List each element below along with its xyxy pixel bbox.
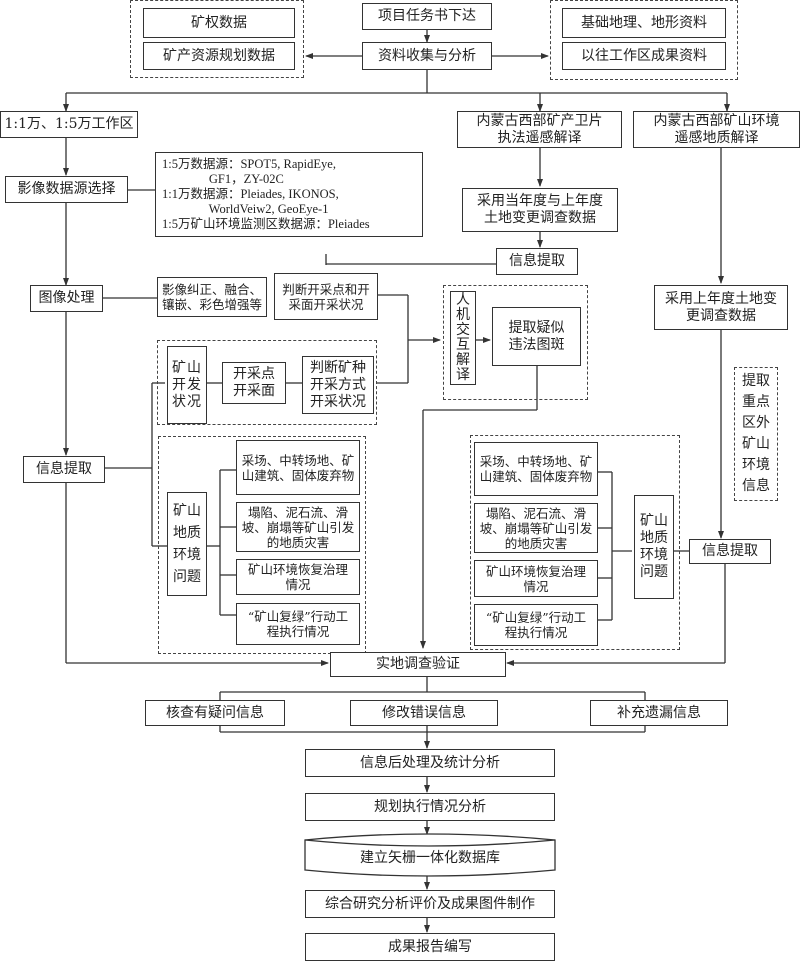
mining-status-group [157, 340, 377, 425]
mining-status-label: 矿山开发状况 [172, 359, 202, 410]
source-line: 1:5万数据源：SPOT5, RapidEye, [162, 157, 336, 171]
report-writing: 成果报告编写 [305, 933, 555, 961]
mineral-planning-data: 矿产资源规划数据 [143, 42, 295, 70]
left-env-item: 矿山环境恢复治理情况 [236, 559, 360, 595]
rights-data-group [130, 0, 304, 78]
mining-development-status: 矿山开发状况 [167, 346, 207, 424]
right-env-item: 采场、中转场地、矿山建筑、固体废弃物 [474, 442, 598, 496]
basic-geography-data: 基础地理、地形资料 [562, 8, 726, 38]
work-area: 1:1万、1:5万工作区 [0, 111, 138, 138]
field-verification: 实地调查验证 [330, 652, 506, 677]
mining-points-faces: 开采点开采面 [222, 362, 286, 404]
right-geo-env-group [470, 435, 680, 650]
right-geo-env-problem: 矿山地质环境问题 [634, 495, 674, 599]
processing-detail: 影像纠正、融合、镶嵌、彩色增强等 [157, 277, 267, 317]
human-machine-interpretation: 人机交互解译 [450, 291, 476, 385]
image-processing: 图像处理 [30, 285, 103, 312]
post-processing-statistics: 信息后处理及统计分析 [305, 749, 555, 777]
left-env-item: 采场、中转场地、矿山建筑、固体废弃物 [236, 440, 360, 495]
vector-raster-database: 建立矢栅一体化数据库 [360, 850, 500, 866]
left-geo-env-group [158, 436, 366, 654]
right-env-item: “矿山复绿”行动工程执行情况 [474, 604, 598, 646]
right-env-item: 矿山环境恢复治理情况 [474, 560, 598, 597]
supplement-missing-info: 补充遗漏信息 [590, 700, 728, 726]
previous-results-data: 以往工作区成果资料 [562, 42, 726, 70]
source-line: 1:5万矿山环境监测区数据源：Pleiades [162, 217, 370, 231]
source-line: 1:1万数据源：Pleiades, IKONOS, [162, 187, 339, 201]
mineral-satellite-enforcement: 内蒙古西部矿产卫片执法遥感解译 [457, 111, 622, 148]
source-line: GF1，ZY-02C [162, 172, 284, 186]
mining-rights-data: 矿权数据 [143, 8, 295, 38]
judge-mineral-type: 判断矿种开采方式开采状况 [302, 356, 374, 414]
right-info-extract: 信息提取 [689, 539, 771, 564]
data-source-list: 1:5万数据源：SPOT5, RapidEye, GF1，ZY-02C 1:1万… [155, 152, 423, 237]
right-land-survey-data: 采用上年度土地变更调查数据 [654, 285, 788, 330]
left-env-item: “矿山复绿”行动工程执行情况 [236, 603, 360, 645]
comprehensive-research: 综合研究分析评价及成果图件制作 [305, 890, 555, 918]
image-source-selection: 影像数据源选择 [5, 176, 128, 203]
plan-execution-analysis: 规划执行情况分析 [305, 793, 555, 821]
mine-environment-interpretation: 内蒙古西部矿山环境遥感地质解译 [633, 111, 800, 148]
middle-info-extract: 信息提取 [496, 248, 578, 275]
extract-suspect-patches: 提取疑似违法图斑 [492, 307, 581, 366]
data-collection-analysis: 资料收集与分析 [362, 42, 492, 70]
left-env-item: 塌陷、泥石流、滑坡、崩塌等矿山引发的地质灾害 [236, 502, 360, 552]
fix-error-info: 修改错误信息 [350, 700, 498, 726]
right-env-item: 塌陷、泥石流、滑坡、崩塌等矿山引发的地质灾害 [474, 503, 598, 553]
source-line: WorldVeiw2, GeoEye-1 [162, 202, 329, 216]
left-geo-env-problem: 矿山地质环境问题 [167, 492, 207, 596]
database-cylinder-shape [304, 833, 556, 877]
task-issued: 项目任务书下达 [362, 3, 492, 30]
outside-key-area-group [734, 367, 778, 501]
reference-data-group [550, 0, 738, 80]
left-info-extract: 信息提取 [23, 456, 105, 483]
middle-land-survey-data: 采用当年度与上年度土地变更调查数据 [462, 188, 618, 232]
interpretation-group [443, 285, 588, 400]
judge-mining-points: 判断开采点和开采面开采状况 [274, 273, 378, 320]
check-doubtful-info: 核查有疑问信息 [145, 700, 285, 726]
extract-outside-key-area: 提取重点区外矿山环境信息 [742, 373, 770, 494]
